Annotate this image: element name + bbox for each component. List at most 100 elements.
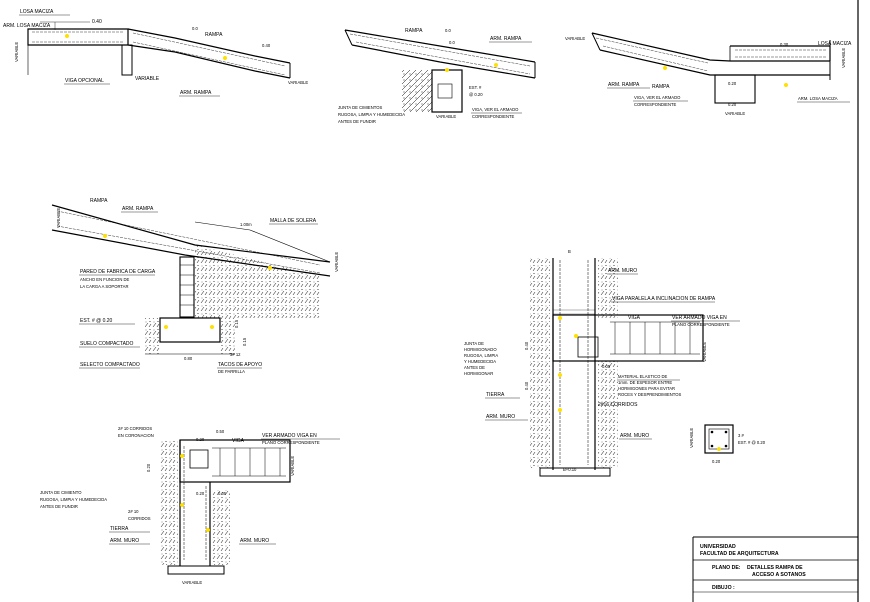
label: ANTES DE	[464, 365, 485, 370]
label: JUNTA DE CIMIENTOS	[338, 105, 382, 110]
dim: 0.40	[92, 19, 102, 25]
label: EST. # @ 0.20	[80, 318, 113, 324]
label: ARM. LOSA MACIZA	[3, 23, 51, 29]
label: VARIABLE	[288, 80, 308, 85]
label: VARIABLE	[334, 252, 339, 272]
label: CORRESPONDIENTE	[634, 102, 677, 107]
detail-column-section: VARIABLE 3 # EST. # @ 0.20 0.20	[689, 424, 766, 464]
dim: 0.40	[524, 381, 529, 390]
label: ARM. RAMPA	[608, 82, 640, 88]
dim: 0.20	[146, 463, 151, 472]
label: VIGA, VER EL ARMADO	[472, 107, 519, 112]
title-block: UNIVERSIDAD FACULTAD DE ARQUITECTURA PLA…	[692, 536, 859, 602]
dim: 0.30	[780, 42, 789, 47]
label: VARIABLE	[702, 342, 707, 362]
label: MALLA DE SOLERA	[270, 218, 317, 224]
label: ANTES DE FUNDIR	[338, 119, 376, 124]
label: VARIABLE	[135, 76, 160, 82]
label: HORMIGONAR	[464, 371, 493, 376]
label: HORMIGONES PARA EVITAR	[618, 386, 675, 391]
label: CORRESPONDIENTE	[472, 114, 515, 119]
label: ANCHO EN FUNCION DE	[80, 277, 130, 282]
label: PARED DE FABRICA DE CARGA	[80, 269, 156, 275]
label: VARIABLE	[841, 48, 846, 68]
dim: 3# 12	[230, 352, 241, 357]
label: SUELO COMPACTADO	[80, 341, 134, 347]
label: VIGA PARALELA A INCLINACION DE RAMPA	[612, 296, 716, 302]
label: RUGOSA, LIMPIA Y HUMEDECIDA	[40, 497, 107, 502]
dim: 0.0	[449, 40, 455, 45]
label: PLANO CORRESPONDIENTE	[672, 322, 730, 327]
label: 1mm. DE ESPESOR ENTRE	[618, 380, 672, 385]
drawing-label: DIBUJO :	[712, 585, 735, 591]
label: VARIABLE	[56, 208, 61, 228]
label: 3 #	[738, 433, 744, 438]
dim: B	[568, 249, 571, 254]
dim: 0.15	[234, 319, 239, 328]
detail-ramp-top-left: LOSA MACIZA ARM. LOSA MACIZA 0.40 RAMPA …	[3, 9, 308, 97]
label: ARM. MURO	[110, 538, 139, 544]
label: ARM. RAMPA	[122, 206, 154, 212]
label: LOSA MACIZA	[20, 9, 54, 15]
label: PLANO CORRESPONDIENTE	[262, 440, 320, 445]
label: EST. # @ 0.20	[738, 440, 766, 445]
label: VARIABLE	[14, 42, 19, 62]
label: ARM. MURO	[240, 538, 269, 544]
plan-title-line-2: ACCESO A SOTANOS	[752, 572, 806, 578]
label: VARIABLE	[182, 580, 202, 585]
detail-wall-beam: ARM. MURO VIGA PARALELA A INCLINACION DE…	[464, 249, 740, 477]
label: TACOS DE APOYO	[218, 362, 262, 368]
detail-ramp-top-right: VARIABLE LOSA MACIZA RAMPA ARM. RAMPA VI…	[565, 32, 852, 116]
detail-ramp-wall: RAMPA ARM. RAMPA MALLA DE SOLERA PARED D…	[51, 198, 339, 374]
label: ARM. MURO	[486, 414, 515, 420]
label: VER ARMADO VIGA EN	[672, 315, 727, 321]
dim: 0.0	[445, 28, 451, 33]
label: VER ARMADO VIGA EN	[262, 433, 317, 439]
label: ARM. RAMPA	[490, 36, 522, 42]
label: 2# 10 CORRIDOS	[118, 426, 152, 431]
label: 2#16 CORRIDOS	[598, 402, 638, 408]
label: LOSA MACIZA	[818, 41, 852, 47]
label: ARM. RAMPA	[180, 90, 212, 96]
plan-label: PLANO DE:	[712, 565, 741, 571]
dim: 0.20	[728, 102, 737, 107]
label: HORMIGONADO	[464, 347, 497, 352]
label: EN CORONACION	[118, 433, 154, 438]
dim: 0.80	[184, 356, 193, 361]
label: VARIABLE	[689, 428, 694, 448]
dim: 0.40	[524, 341, 529, 350]
detail-wall-corner: 2# 10 CORRIDOS EN CORONACION VIGA VER AR…	[40, 426, 340, 585]
dim: 0.05	[602, 364, 611, 369]
dim: @ 0.20	[469, 92, 483, 97]
label: SELECTO COMPACTADO	[80, 362, 140, 368]
label: ARM. MURO	[608, 268, 637, 274]
label: ARM. LOSA MACIZA	[798, 96, 838, 101]
faculty-name: FACULTAD DE ARQUITECTURA	[700, 551, 779, 557]
label: ARM. MURO	[620, 433, 649, 439]
label: ROCES Y DESPRENDIMIENTOS	[618, 392, 681, 397]
label: 2# 10	[128, 509, 139, 514]
dim: 0.40	[262, 43, 271, 48]
dim: 0.50	[216, 429, 225, 434]
dim: 0.05	[218, 491, 227, 496]
dim: 0.20	[196, 491, 205, 496]
dim: B+0.10	[563, 467, 577, 472]
label: JUNTA DE CIMIENTO	[40, 490, 82, 495]
label: RUGOSA, LIMPIA	[464, 353, 498, 358]
label: VIGA	[628, 315, 641, 321]
label: VARIABLE	[436, 114, 456, 119]
label: JUNTA DE	[464, 341, 484, 346]
label: DE PARRILLA	[218, 369, 245, 374]
label: RAMPA	[652, 84, 670, 90]
dim: 0.15	[242, 337, 247, 346]
label: RAMPA	[205, 32, 223, 38]
label: VIGA	[232, 438, 245, 444]
label: Y HUMEDECIDA	[464, 359, 496, 364]
dim: 0.20	[712, 459, 721, 464]
label: RAMPA	[90, 198, 108, 204]
label: RAMPA	[405, 28, 423, 34]
label: LA CARGA A SOPORTAR	[80, 284, 129, 289]
detail-ramp-top-mid: RAMPA ARM. RAMPA JUNTA DE CIMIENTOS RUGO…	[338, 28, 536, 124]
dim: 0.0	[192, 26, 198, 31]
